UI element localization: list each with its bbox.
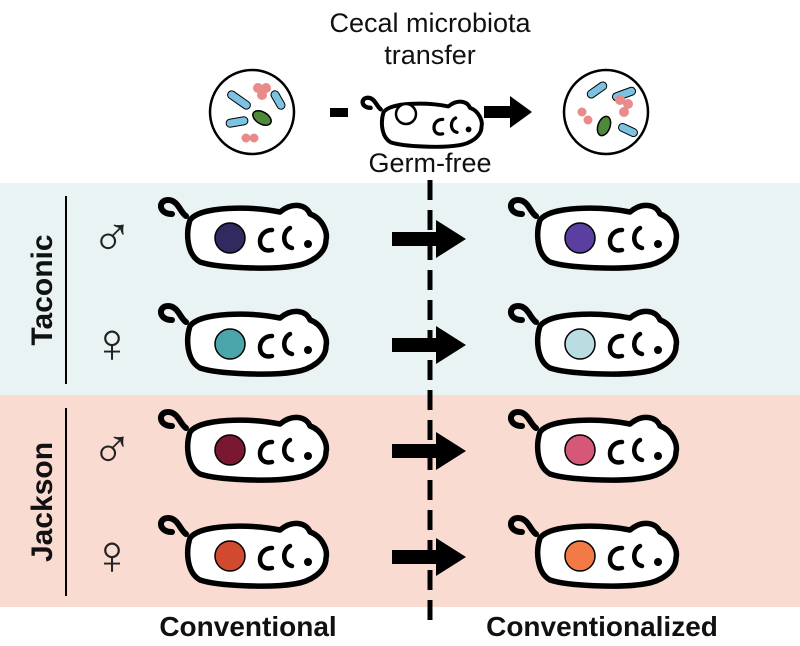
conventional-microbiota-dot	[214, 222, 246, 254]
conventionalized-microbiota-dot	[564, 434, 596, 466]
vendor-label-taconic: Taconic	[26, 234, 59, 345]
arrow-shaft	[392, 338, 438, 352]
vendor-label-jackson: Jackson	[26, 442, 59, 562]
mouse-row: ♂	[91, 412, 676, 480]
title-line-2: transfer	[384, 40, 476, 70]
arrow-shaft	[392, 550, 438, 564]
female-symbol-icon: ♀	[91, 523, 133, 586]
germ-free-label: Germ-free	[368, 148, 491, 178]
conventionalized-microbiota-dot	[564, 328, 596, 360]
arrow-shaft	[392, 444, 438, 458]
arrow-right-icon	[436, 432, 466, 470]
mouse-row: ♀	[91, 518, 676, 586]
conventionalized-microbiota-dot	[564, 222, 596, 254]
female-symbol-icon: ♀	[91, 311, 133, 374]
microbiota-dish-icon-right	[562, 68, 650, 156]
male-symbol-icon: ♂	[91, 205, 133, 268]
conventionalized-microbiota-dot	[564, 540, 596, 572]
arrow-right-icon	[436, 538, 466, 576]
column-label-conventional: Conventional	[159, 611, 336, 642]
arrow-shaft	[392, 232, 438, 246]
arrow-right-icon	[436, 220, 466, 258]
conventional-microbiota-dot	[214, 540, 246, 572]
microbiota-dish-icon-left	[208, 68, 296, 156]
arrow-right-icon	[436, 326, 466, 364]
germ-free-circle	[394, 102, 418, 126]
conventional-microbiota-dot	[214, 328, 246, 360]
title-line-1: Cecal microbiota	[329, 8, 531, 38]
transfer-arrow-icon	[484, 96, 532, 128]
germ-free-mouse	[330, 98, 482, 147]
rows-group: ♂ ♀ ♂ ♀	[91, 200, 676, 586]
mouse-row: ♀	[91, 306, 676, 374]
conventional-microbiota-dot	[214, 434, 246, 466]
column-label-conventionalized: Conventionalized	[486, 611, 718, 642]
male-symbol-icon: ♂	[91, 417, 133, 480]
mouse-row: ♂	[91, 200, 676, 268]
